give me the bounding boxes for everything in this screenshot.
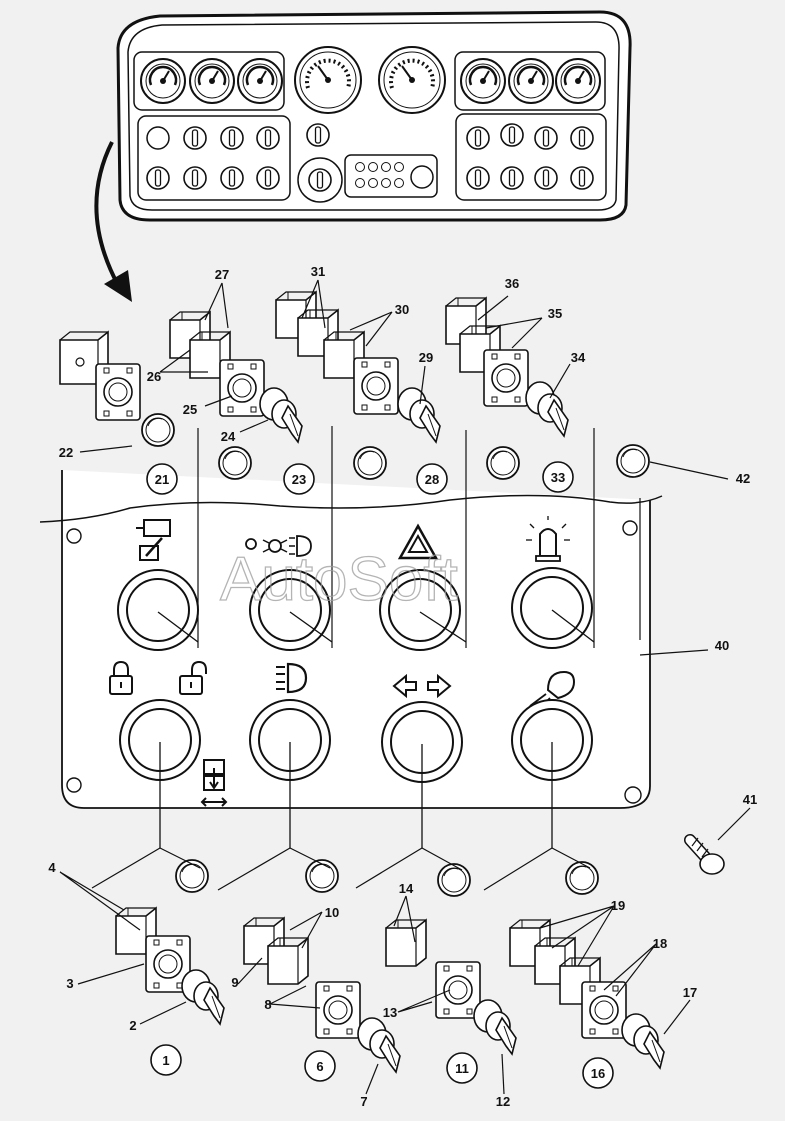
group-number-33: 33	[551, 470, 565, 485]
left-switch-block	[137, 115, 291, 201]
hazard-warning-icon	[397, 523, 439, 560]
gauge-icon	[554, 57, 602, 105]
callout-labels: 27 26 25 24 22 31 30 29 36 35 34 42 40 4…	[48, 264, 757, 1109]
callout-7: 7	[360, 1094, 367, 1109]
callout-29: 29	[419, 350, 433, 365]
callout-36: 36	[505, 276, 519, 291]
callout-35: 35	[548, 306, 562, 321]
gauge-icon	[459, 57, 507, 105]
callout-27: 27	[215, 267, 229, 282]
callout-25: 25	[183, 402, 197, 417]
callout-14: 14	[399, 881, 414, 896]
callout-26: 26	[147, 369, 161, 384]
callout-42: 42	[736, 471, 750, 486]
watermark: AutoSoft	[220, 545, 458, 614]
gauge-icon	[188, 57, 236, 105]
leader-lines	[59, 279, 751, 1095]
cargo-tipper-icon	[136, 519, 171, 561]
callout-17: 17	[683, 985, 697, 1000]
turn-signal-icon	[392, 673, 452, 699]
tachometer-icon	[293, 45, 363, 115]
group-number-6: 6	[316, 1059, 323, 1074]
callout-2: 2	[129, 1018, 136, 1033]
group-number-16: 16	[591, 1066, 605, 1081]
callout-3: 3	[66, 976, 73, 991]
position-lights-icon	[245, 535, 312, 557]
speedometer-icon	[377, 45, 447, 115]
group-number-23: 23	[292, 472, 306, 487]
headlight-icon	[276, 662, 308, 694]
zoom-arrow	[94, 141, 132, 302]
callout-34: 34	[571, 350, 586, 365]
group-number-11: 11	[455, 1061, 469, 1076]
gauge-icon	[139, 57, 187, 105]
lock-unlock-icon	[109, 660, 207, 695]
circled-group-numbers: 21 23 28 33 1 6 11 16	[146, 461, 614, 1089]
callout-19: 19	[611, 898, 625, 913]
callout-22: 22	[59, 445, 73, 460]
callout-4: 4	[48, 860, 56, 875]
callout-12: 12	[496, 1094, 510, 1109]
callout-24: 24	[221, 429, 236, 444]
callout-13: 13	[383, 1005, 397, 1020]
callout-40: 40	[715, 638, 729, 653]
callout-8: 8	[264, 997, 271, 1012]
callout-10: 10	[325, 905, 339, 920]
branch-lines	[91, 847, 591, 891]
switch-bezel-row-bottom	[119, 699, 593, 848]
right-switch-block	[455, 113, 607, 201]
switch-bezel-row-top	[117, 567, 595, 651]
gauge-icon	[507, 57, 555, 105]
group-number-21: 21	[155, 472, 169, 487]
callout-30: 30	[395, 302, 409, 317]
callout-18: 18	[653, 936, 667, 951]
group-number-28: 28	[425, 472, 439, 487]
switch-panel	[39, 470, 663, 809]
callout-41: 41	[743, 792, 757, 807]
callout-9: 9	[231, 975, 238, 990]
callout-31: 31	[311, 264, 325, 279]
instrument-panel-overview	[116, 10, 632, 222]
bottom-exploded-parts	[115, 834, 725, 1073]
top-exploded-parts	[59, 291, 650, 480]
warning-lamp-strip	[344, 154, 438, 198]
group-number-1: 1	[162, 1053, 169, 1068]
beacon-lamp-icon	[526, 516, 570, 562]
tipper-lower-icon	[200, 759, 228, 807]
gauge-icon	[236, 57, 284, 105]
